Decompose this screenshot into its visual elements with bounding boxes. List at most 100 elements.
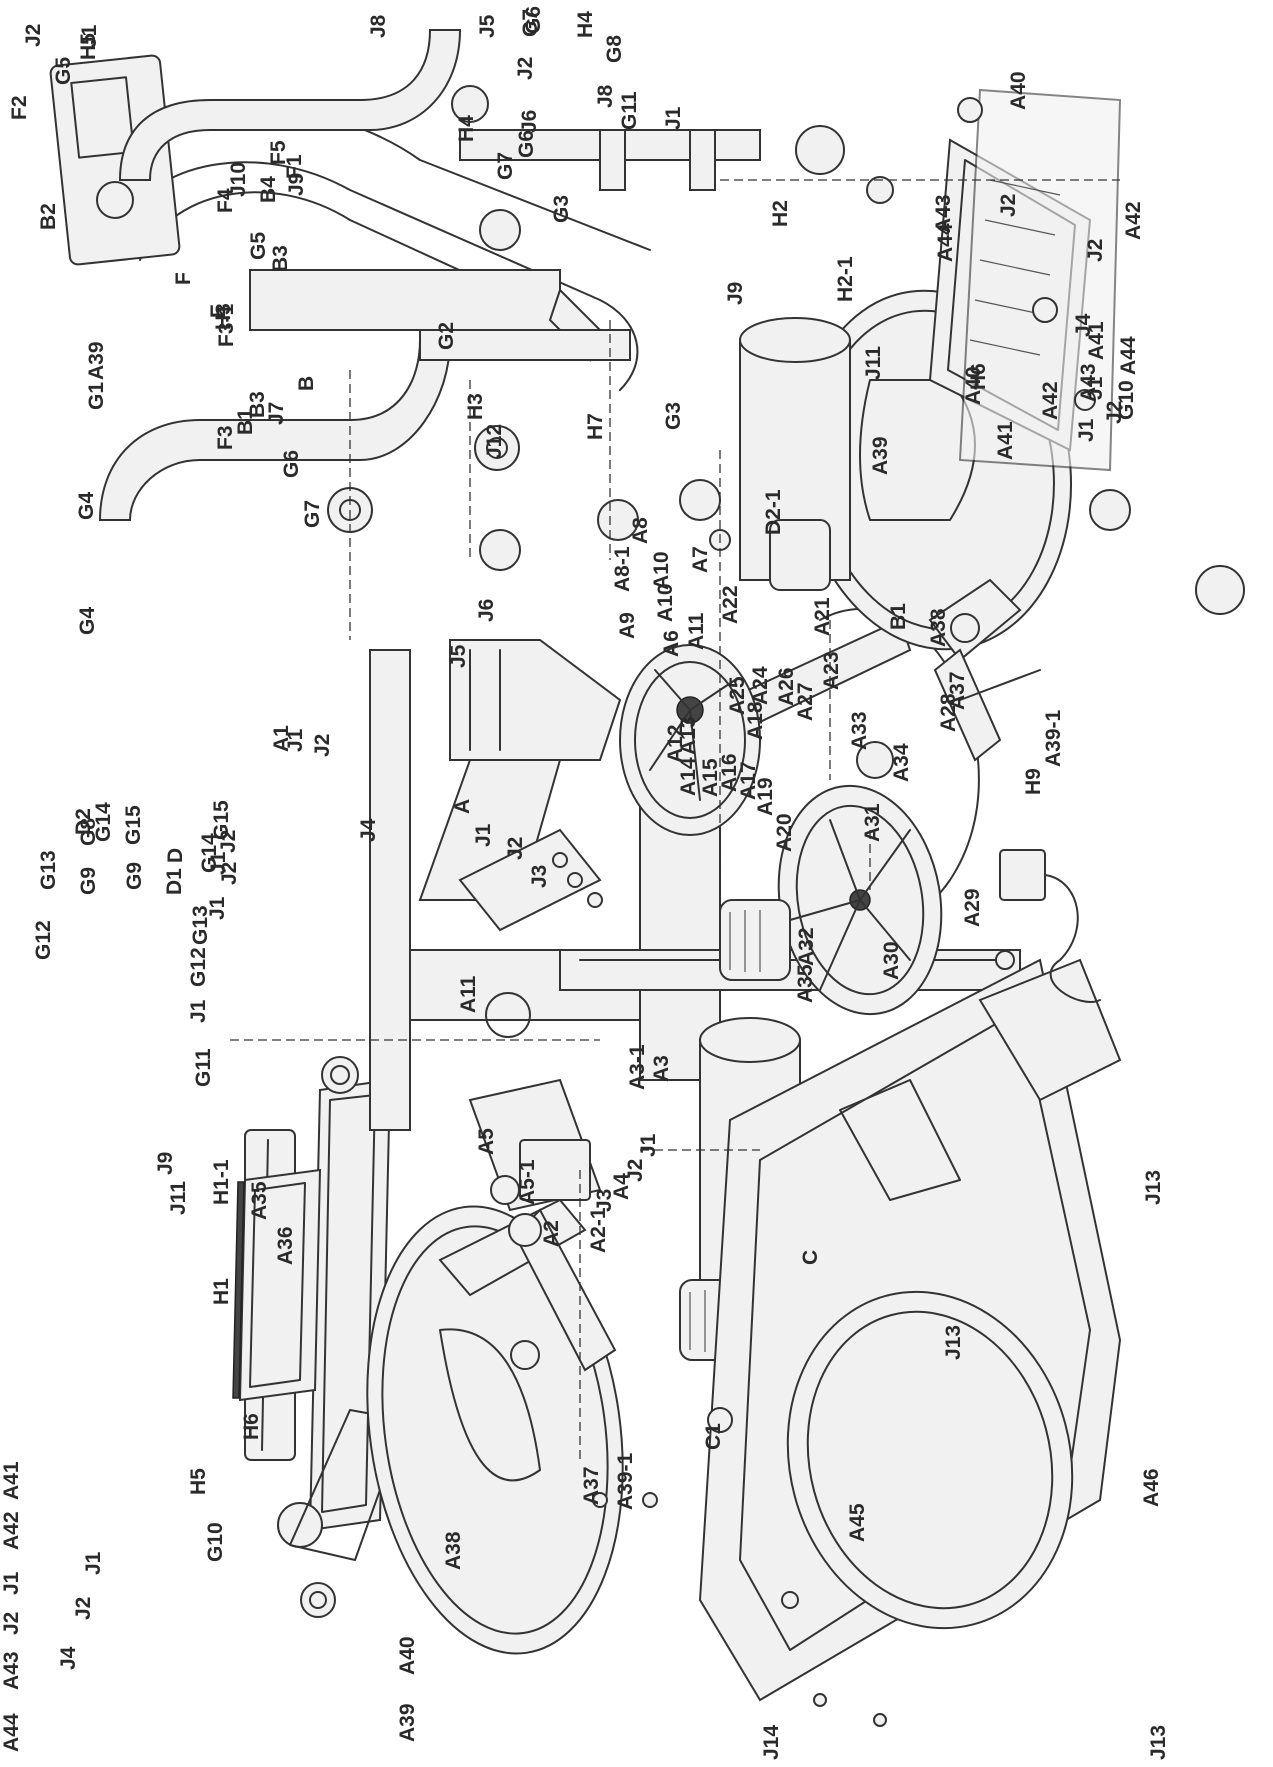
part-label: A11 (457, 975, 480, 1013)
power-adapter (999, 849, 1101, 1003)
part-label: J2 (22, 24, 45, 47)
part-label: A41 (1085, 321, 1108, 360)
part-label: B (295, 376, 318, 391)
part-label: A26 (775, 667, 798, 706)
part-label: A (451, 799, 474, 814)
part-label: J13 (1142, 1170, 1165, 1205)
part-label: A31 (861, 803, 884, 842)
part-label: G8 (77, 818, 100, 846)
part-label: J13 (1147, 1725, 1170, 1760)
part-label: A15 (699, 758, 722, 797)
part-label: G1 (85, 382, 108, 410)
part-label: A36 (274, 1226, 297, 1265)
part-label: J5 (476, 14, 499, 38)
part-label: J1 (472, 823, 495, 847)
part-label: J1 (637, 1133, 660, 1157)
part-label: J9 (724, 282, 747, 305)
part-label: G6 (280, 450, 303, 478)
part-label: J5 (447, 644, 470, 668)
part-label: A44 (1117, 336, 1140, 375)
part-label: J1 (662, 106, 685, 130)
part-label: A5 (475, 1128, 498, 1155)
part-label: G10 (204, 1522, 227, 1562)
part-label: J2 (217, 830, 240, 853)
part-label: J4 (57, 1646, 80, 1670)
part-label: G6 (522, 6, 545, 34)
part-label: G5 (247, 232, 270, 260)
part-label: A43 (1077, 363, 1100, 402)
drive-belt-and-pulley (777, 608, 980, 1016)
part-label: J9 (154, 1152, 177, 1175)
part-label: G4 (75, 492, 98, 520)
part-label: A5-1 (516, 1159, 539, 1205)
part-label: A6 (660, 630, 683, 657)
part-label: J11 (862, 346, 885, 380)
part-label: A21 (811, 597, 834, 636)
part-label: A37 (946, 671, 969, 710)
part-label: A8-1 (611, 546, 634, 592)
part-label: G5 (52, 57, 75, 85)
part-label: A44 (934, 223, 957, 262)
part-label: J9 (285, 173, 308, 196)
part-label: J2 (1103, 401, 1126, 424)
part-label: A46 (1140, 1468, 1163, 1507)
part-label: J1 (207, 851, 230, 875)
part-label: A7 (689, 546, 712, 573)
part-label: J7 (265, 402, 288, 425)
part-label: B3 (246, 391, 269, 418)
part-label: D (164, 848, 187, 863)
part-label: F5 (267, 140, 290, 165)
part-label: A18 (744, 701, 767, 740)
part-label: G3 (550, 195, 573, 223)
part-label: A16 (718, 753, 741, 792)
part-label: A42 (1122, 201, 1145, 240)
part-label: A42 (1039, 381, 1062, 420)
part-label: G7 (494, 152, 517, 180)
part-label: A10 (654, 583, 677, 622)
part-label: F3-1 (215, 304, 238, 348)
part-label: H5 (187, 1468, 210, 1495)
part-label: A41 (0, 1461, 23, 1500)
hardware-small-parts (300, 85, 1245, 1727)
part-label: J1 (187, 999, 210, 1023)
part-label: D2 (72, 808, 95, 835)
part-label: F3 (214, 425, 237, 450)
part-label: J6 (518, 110, 541, 133)
part-label: A12 (664, 724, 687, 763)
part-label: B4 (257, 176, 280, 203)
part-label: A4 (610, 1173, 633, 1200)
part-label: H4 (574, 11, 597, 38)
part-label: J11 (167, 1181, 190, 1215)
part-label: A39 (396, 1703, 419, 1742)
part-label: A43 (0, 1651, 23, 1690)
part-label: J2 (0, 1612, 23, 1635)
part-label: J3 (593, 1189, 616, 1212)
part-label: A37 (580, 1466, 603, 1505)
part-label: A14 (677, 757, 700, 796)
part-label: A3 (650, 1055, 673, 1082)
part-label: H2 (769, 200, 792, 227)
part-label: G6 (515, 130, 538, 158)
part-label: A9 (616, 612, 639, 639)
part-label: A45 (846, 1503, 869, 1542)
part-label: G12 (187, 947, 210, 987)
flywheel (619, 644, 761, 836)
part-label: C (799, 1250, 822, 1265)
part-label: A41 (994, 421, 1017, 460)
part-label: A11 (685, 612, 708, 650)
part-label: G7 (519, 9, 542, 37)
right-crank-arm (928, 578, 1041, 762)
part-label: G9 (77, 867, 100, 895)
part-label: A3-1 (626, 1044, 649, 1090)
part-label: J12 (483, 424, 506, 459)
part-label: G13 (189, 905, 212, 945)
part-label: G7 (301, 500, 324, 528)
part-label: A38 (442, 1531, 465, 1570)
part-label: A39-1 (1042, 709, 1065, 767)
part-label: G8 (603, 35, 626, 63)
part-label: G4 (76, 607, 99, 635)
part-label: A35 (794, 964, 817, 1003)
part-label: J4 (1072, 313, 1095, 337)
part-label: H3 (464, 393, 487, 420)
